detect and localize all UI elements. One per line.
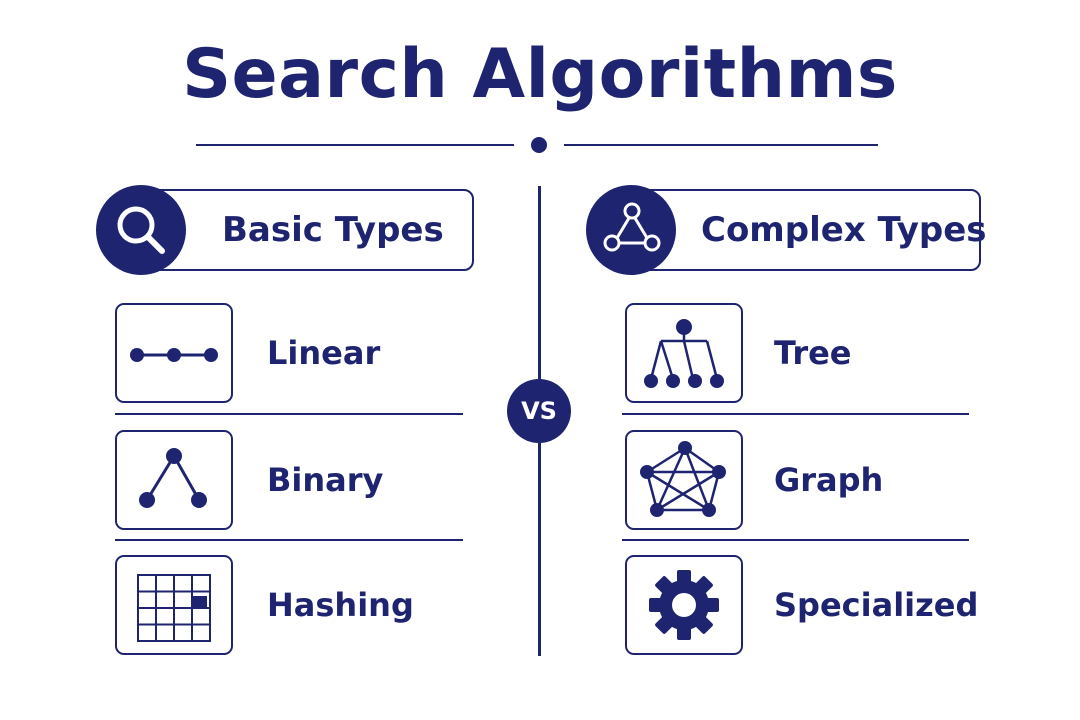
hashing-label: Hashing — [267, 586, 414, 624]
basic-types-header — [150, 189, 474, 271]
triangle-graph-icon — [586, 185, 676, 275]
tree-icon — [644, 319, 724, 388]
gear-icon — [649, 570, 719, 640]
tree-icon-box — [625, 303, 743, 403]
left-row-rule-1 — [115, 413, 463, 415]
graph-icon-box — [625, 430, 743, 530]
linear-label: Linear — [267, 334, 381, 372]
graph-label: Graph — [774, 461, 884, 499]
vs-badge: VS — [507, 379, 571, 443]
page-title: Search Algorithms — [182, 35, 898, 114]
left-row-rule-2 — [115, 539, 463, 541]
basic-types-heading: Basic Types — [222, 210, 444, 250]
hashing-icon-box — [115, 555, 233, 655]
title-rule-right — [564, 144, 878, 146]
specialized-label: Specialized — [774, 586, 979, 624]
binary-label: Binary — [267, 461, 384, 499]
magnifier-icon — [96, 185, 186, 275]
specialized-icon-box — [625, 555, 743, 655]
right-row-rule-1 — [622, 413, 969, 415]
title-divider-dot — [531, 137, 547, 153]
complex-types-heading: Complex Types — [701, 210, 987, 250]
complex-types-header — [640, 189, 981, 271]
center-divider-top — [538, 186, 541, 379]
center-divider-bottom — [538, 443, 541, 656]
linear-icon-box — [115, 303, 233, 403]
binary-icon-box — [115, 430, 233, 530]
linear-nodes-icon — [130, 348, 218, 362]
right-row-rule-2 — [622, 539, 969, 541]
tree-label: Tree — [774, 334, 852, 372]
network-graph-icon — [640, 441, 726, 517]
title-rule-left — [196, 144, 514, 146]
hash-grid-icon — [137, 574, 211, 642]
binary-tree-icon — [139, 448, 207, 508]
